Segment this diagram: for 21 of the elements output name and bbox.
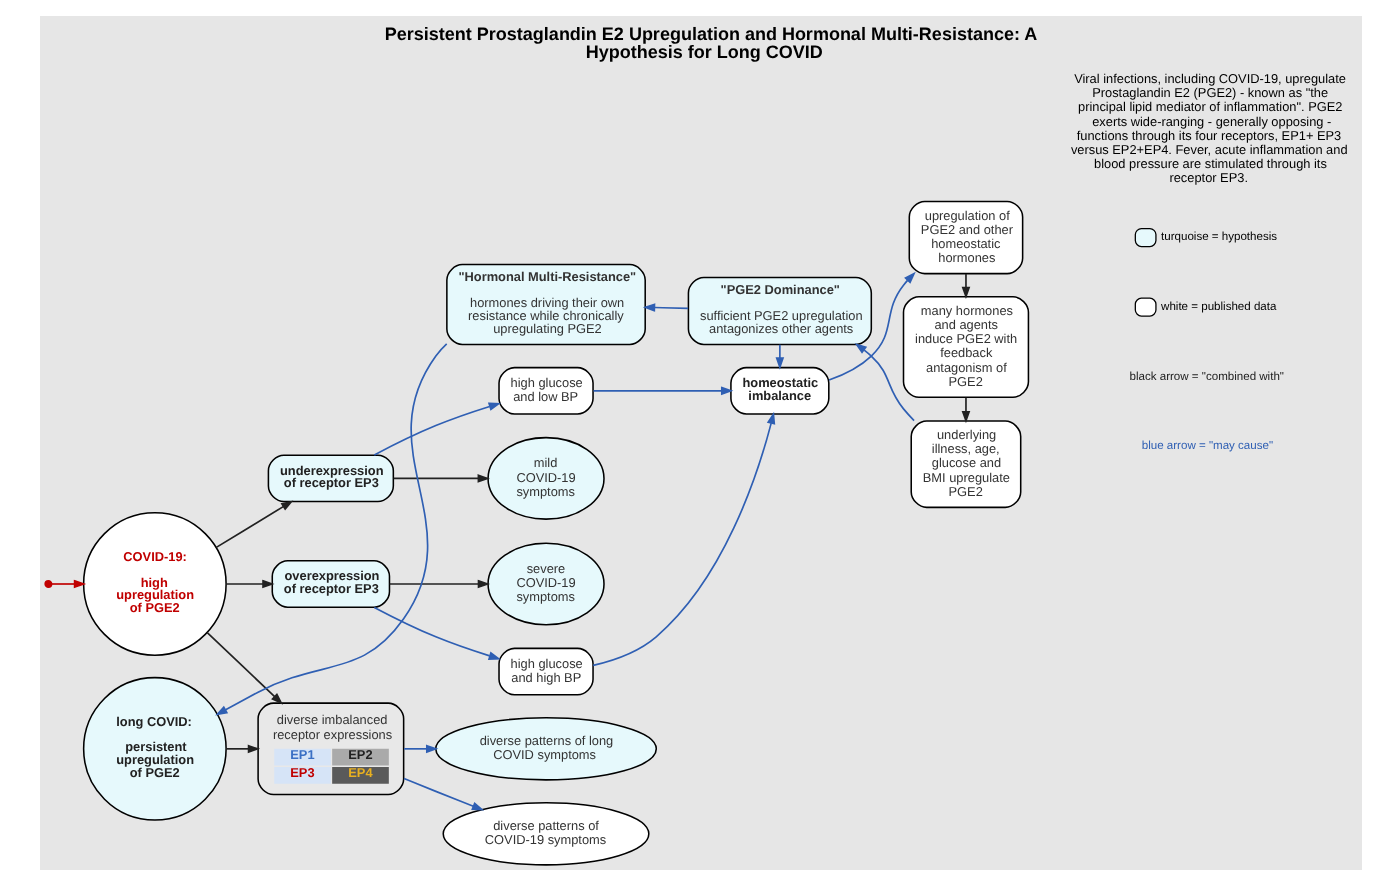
arrow xyxy=(224,579,274,589)
arrow xyxy=(214,343,447,716)
arrow xyxy=(387,579,490,589)
arrow xyxy=(402,777,484,811)
arrow xyxy=(591,411,775,667)
arrow xyxy=(960,273,970,300)
arrow xyxy=(50,579,86,589)
arrow xyxy=(224,744,260,754)
arrow xyxy=(591,386,733,396)
arrow xyxy=(960,396,970,424)
arrow xyxy=(391,474,489,483)
arrow xyxy=(372,402,500,456)
arrow xyxy=(402,744,438,754)
diagram-title: Persistent Prostaglandin E2 Upregulation and Hormonal Multi-Resistance: A Hypothesis for Long COVID xyxy=(383,23,1037,62)
arrow xyxy=(214,500,293,549)
arrow xyxy=(205,631,283,705)
arrow xyxy=(853,342,914,422)
arrow xyxy=(774,343,784,370)
arrow xyxy=(372,606,500,660)
arrow xyxy=(641,303,688,312)
arrow xyxy=(827,271,915,381)
